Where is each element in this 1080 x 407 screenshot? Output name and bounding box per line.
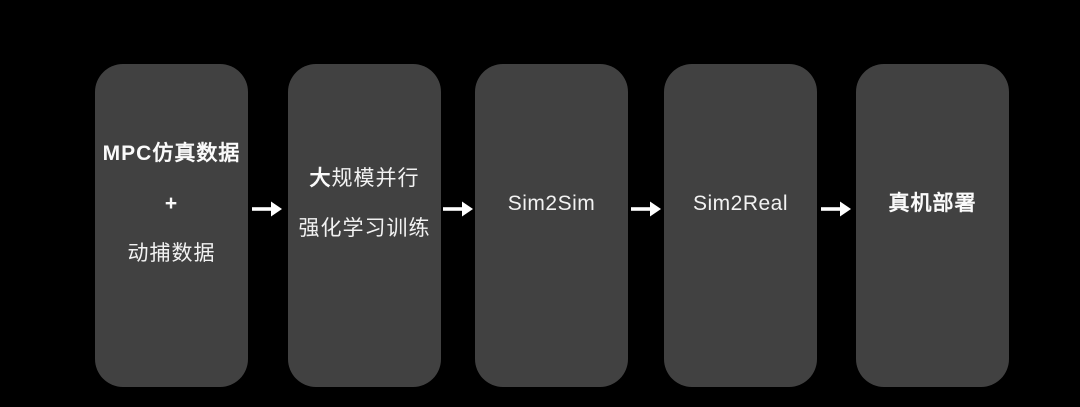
stage-line-parallel-lead: 大 xyxy=(309,166,332,190)
stage-line-deployment: 真机部署 xyxy=(888,191,977,215)
stage-box-rl-training: 大规模并行 强化学习训练 xyxy=(288,64,441,387)
arrow-right-icon xyxy=(631,201,661,217)
plus-separator: + xyxy=(164,191,179,215)
stage-box-deployment: 真机部署 xyxy=(856,64,1009,387)
stage-label-group: Sim2Sim xyxy=(508,179,596,229)
arrow-right-icon xyxy=(821,201,851,217)
stage-line-parallel: 大规模并行 xyxy=(299,154,431,204)
stage-box-sim2sim: Sim2Sim xyxy=(475,64,628,387)
stage-line-parallel-rest: 规模并行 xyxy=(331,166,420,190)
stage-line-sim2sim: Sim2Sim xyxy=(507,191,596,215)
stage-line-mpc-sim-data: MPC仿真数据 xyxy=(102,141,241,165)
arrow-right-icon xyxy=(443,201,473,217)
stage-label-group: MPC仿真数据 + 动捕数据 xyxy=(103,129,241,279)
stage-line-mocap-data: 动捕数据 xyxy=(127,241,216,265)
stage-label-group: 真机部署 xyxy=(889,179,977,229)
stage-line-sim2real: Sim2Real xyxy=(692,191,789,215)
stage-box-data-sources: MPC仿真数据 + 动捕数据 xyxy=(95,64,248,387)
arrow-right-icon xyxy=(252,201,282,217)
stage-line-rl: 强化学习训练 xyxy=(298,216,431,240)
stage-box-sim2real: Sim2Real xyxy=(664,64,817,387)
stage-label-group: 大规模并行 强化学习训练 xyxy=(299,154,431,254)
stage-label-group: Sim2Real xyxy=(693,179,788,229)
